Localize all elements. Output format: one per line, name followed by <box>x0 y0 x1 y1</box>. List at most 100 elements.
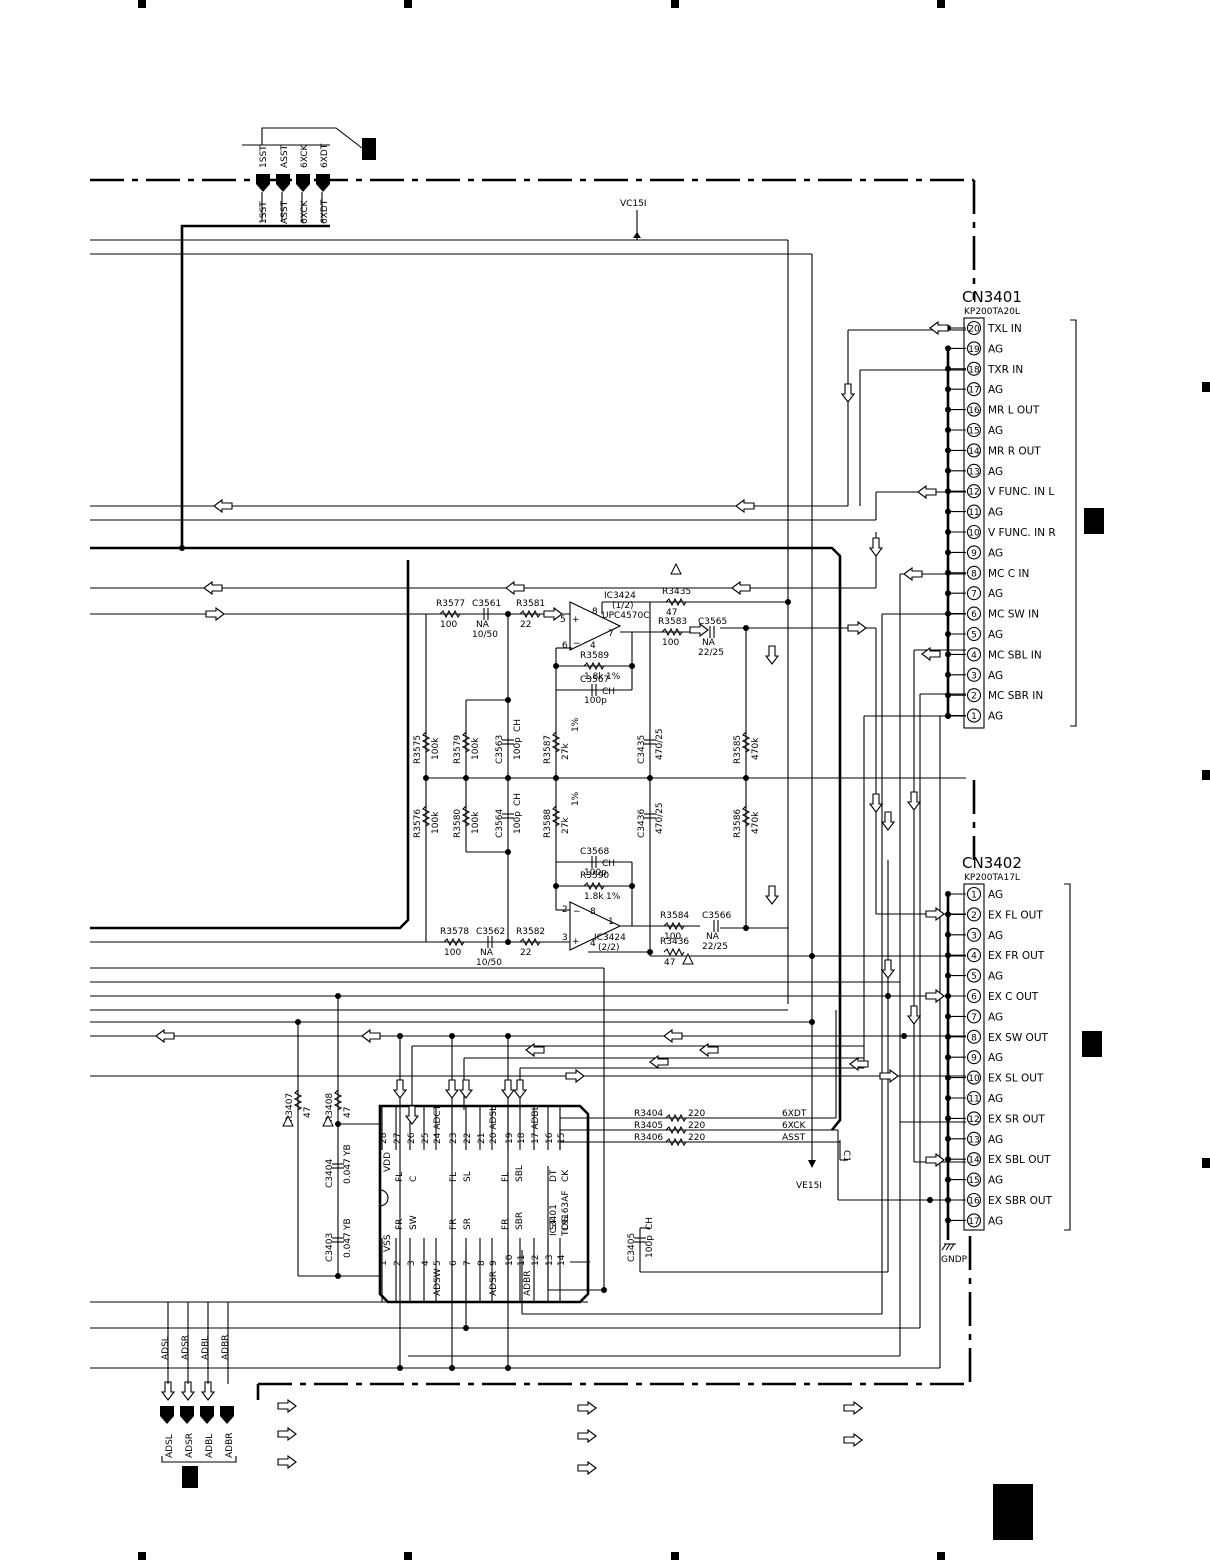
component-ref: C3403 <box>325 1233 335 1262</box>
signal-wires <box>90 239 966 1369</box>
bus-connector-icon <box>316 174 330 192</box>
cn3402-pin-number: 14 <box>968 1156 980 1166</box>
cn3401-pin-label: TXR IN <box>987 364 1023 376</box>
component-value: 0.047 <box>343 1232 353 1258</box>
bottom-bus-group: ADSL ADSR ADBL ADBR ADSL ADSR ADBL ADBR <box>160 1302 237 1463</box>
cn3401-pin-number: 18 <box>968 365 980 375</box>
arrow-right-icon <box>879 1068 899 1084</box>
gnd-symbol: GNDP <box>941 1243 968 1265</box>
cn3401-pin-number: 7 <box>971 590 977 600</box>
top-bus-label-mid: 1SST <box>259 201 269 224</box>
component-ref: C3566 <box>702 911 731 921</box>
cn3401-pin-label: AG <box>988 629 1003 641</box>
component-value: 100k <box>431 737 441 760</box>
cn3402-pin-label: EX SBR OUT <box>988 1195 1053 1207</box>
component-ref: R3577 <box>436 599 465 609</box>
cn3402-pin-label: EX FL OUT <box>988 909 1043 921</box>
component-ref: R3408 <box>325 1093 335 1122</box>
component-ref: R3404 <box>634 1109 663 1119</box>
svg-text:3: 3 <box>562 933 568 943</box>
bus-connector-icon <box>160 1406 174 1424</box>
svg-text:4: 4 <box>590 939 596 949</box>
cn3402-pin: 15 AG <box>945 1172 1003 1187</box>
svg-text:1: 1 <box>608 917 614 927</box>
ic-pin-bottom-number: 9 <box>489 1260 499 1266</box>
ic-pin-bottom-number: 2 <box>393 1260 403 1266</box>
cn3402-pin-number: 17 <box>968 1217 979 1227</box>
arrow-left-icon <box>203 580 223 596</box>
cn3402-pin-label: EX SBL OUT <box>988 1154 1051 1166</box>
component-value-2: 22/25 <box>702 942 728 952</box>
cn3402-pin-number: 12 <box>968 1115 979 1125</box>
component-ref: R3578 <box>440 927 469 937</box>
cn3401-pin-label: AG <box>988 670 1003 682</box>
cn3401-pin-label: MC SW IN <box>988 609 1039 621</box>
component-ref: C3561 <box>472 599 501 609</box>
ic3401-vss: VSS <box>383 1234 393 1252</box>
svg-text:4: 4 <box>590 641 596 651</box>
svg-text:−: − <box>573 907 581 917</box>
opamp-a-ref: IC3424 <box>604 591 636 601</box>
ve15i-label: VE15I <box>796 1181 822 1191</box>
arrow-down-icon <box>906 1005 922 1025</box>
arrow-down-icon <box>160 1381 176 1401</box>
arrow-right-icon <box>543 606 563 622</box>
bottom-bus-label-mid: ADSR <box>181 1335 191 1360</box>
component-value: 22 <box>520 620 531 630</box>
arrow-right-icon <box>277 1454 297 1470</box>
component-ref: R3579 <box>453 735 463 764</box>
component-value: 100p <box>513 737 523 760</box>
cn3402-pin-label: AG <box>988 1175 1003 1187</box>
component-value: 47 <box>666 608 677 618</box>
top-bus-label-top: 6XDT <box>320 143 330 168</box>
svg-text:+: + <box>572 937 580 947</box>
ic-pin-top-number: 20 ADSL <box>489 1106 499 1144</box>
component-value: 22 <box>520 948 531 958</box>
cn3401-pin-number: 6 <box>971 610 977 620</box>
arrow-right-icon <box>843 1432 863 1448</box>
ic-pin-top-number: 15 <box>557 1133 567 1144</box>
arrow-down-icon <box>444 1079 460 1099</box>
bottom-bus-label-bottom: ADBL <box>205 1434 215 1458</box>
component-ref: R3580 <box>453 809 463 838</box>
opamp-a-part: UPC4570C <box>602 611 650 621</box>
component-tolerance: 1% <box>571 791 581 806</box>
ic-pin-top-number: 17 ADBL <box>531 1105 541 1144</box>
cn3401-pin-label: AG <box>988 711 1003 723</box>
cn3402-pin-label: EX C OUT <box>988 991 1039 1003</box>
arrow-down-icon <box>500 1079 516 1099</box>
arrow-right-icon <box>925 988 945 1004</box>
component-tolerance: 1% <box>571 717 581 732</box>
component-ref: C3564 <box>495 809 505 838</box>
cn3402-pin-label: AG <box>988 971 1003 983</box>
arrow-left-icon <box>649 1054 669 1070</box>
arrow-left-icon <box>699 1042 719 1058</box>
cn3402-pin-number: 15 <box>968 1176 979 1186</box>
component-type: CH <box>513 719 523 732</box>
ic-pin-top-number: 21 <box>477 1133 487 1144</box>
arrow-right-icon <box>577 1428 597 1444</box>
ic-inner-label: SBR <box>515 1212 525 1230</box>
